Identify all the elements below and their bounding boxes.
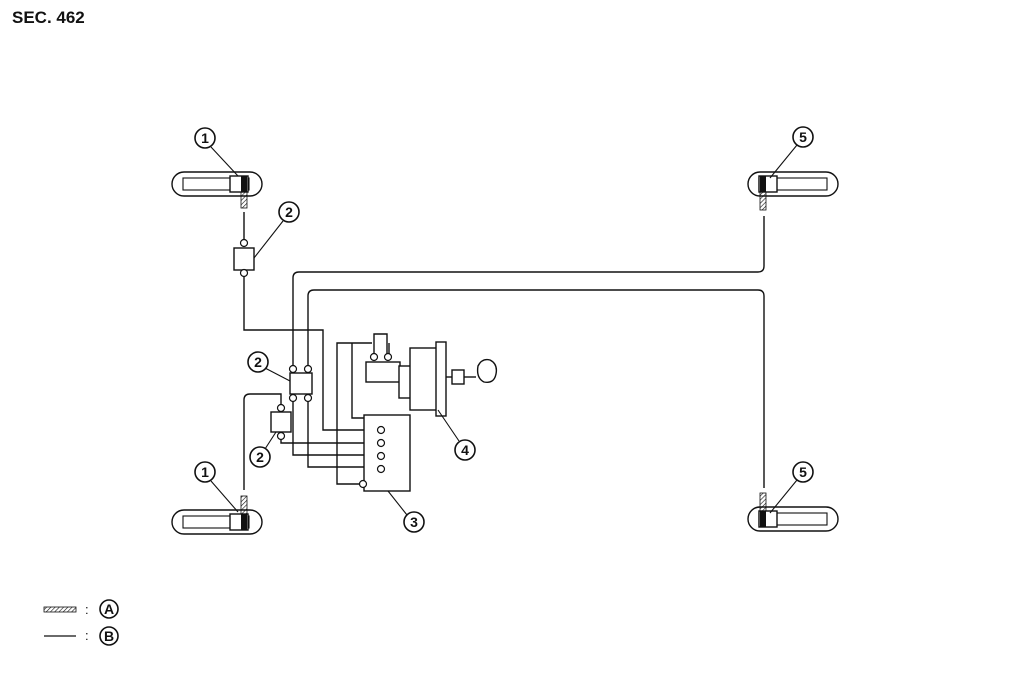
section-label: SEC. 462 [12, 8, 85, 27]
callout-2-middle: 2 [247, 351, 291, 382]
brake-caliper-icon [241, 514, 247, 530]
svg-text::: : [85, 602, 89, 617]
svg-text:5: 5 [799, 129, 807, 145]
legend-item-a: : A [43, 599, 119, 619]
brake-hose-icon [759, 492, 767, 512]
brake-caliper-icon [241, 176, 247, 192]
callout-5-upper: 5 [769, 126, 814, 179]
wheel-front-left [171, 171, 263, 209]
callout-4: 4 [437, 409, 476, 461]
callout-3: 3 [387, 490, 425, 533]
brake-caliper-icon [760, 511, 766, 527]
svg-text:B: B [104, 628, 114, 644]
legend-item-b: : B [44, 626, 119, 646]
callout-1-lower: 1 [194, 461, 239, 513]
svg-text:2: 2 [254, 354, 262, 370]
hose-symbol-icon [43, 606, 77, 613]
svg-text:4: 4 [461, 442, 469, 458]
callout-5-lower: 5 [769, 461, 814, 514]
wheel-front-right [747, 171, 839, 211]
brake-tubes [243, 212, 765, 490]
brake-hose-icon [240, 191, 248, 209]
svg-text:3: 3 [410, 514, 418, 530]
svg-text:2: 2 [285, 204, 293, 220]
master-cylinder-booster [365, 341, 498, 417]
callout-1-upper: 1 [194, 127, 239, 177]
svg-text:1: 1 [201, 464, 209, 480]
wheel-rear-left [171, 495, 263, 535]
legend: : A : B [43, 599, 119, 646]
svg-text:A: A [104, 601, 114, 617]
callout-2-lower: 2 [249, 431, 277, 468]
svg-text::: : [85, 628, 89, 643]
svg-text:2: 2 [256, 449, 264, 465]
connector-middle [288, 364, 313, 403]
abs-actuator [358, 414, 411, 492]
callout-2-upper: 2 [253, 201, 300, 259]
brake-pedal-icon [476, 358, 498, 384]
wheel-rear-right [747, 492, 839, 532]
connector-lower [270, 403, 292, 441]
brake-caliper-icon [760, 176, 766, 192]
brake-hose-icon [240, 495, 248, 515]
svg-text:1: 1 [201, 130, 209, 146]
svg-text:5: 5 [799, 464, 807, 480]
connector-upper [233, 238, 255, 278]
brake-hose-icon [759, 191, 767, 211]
